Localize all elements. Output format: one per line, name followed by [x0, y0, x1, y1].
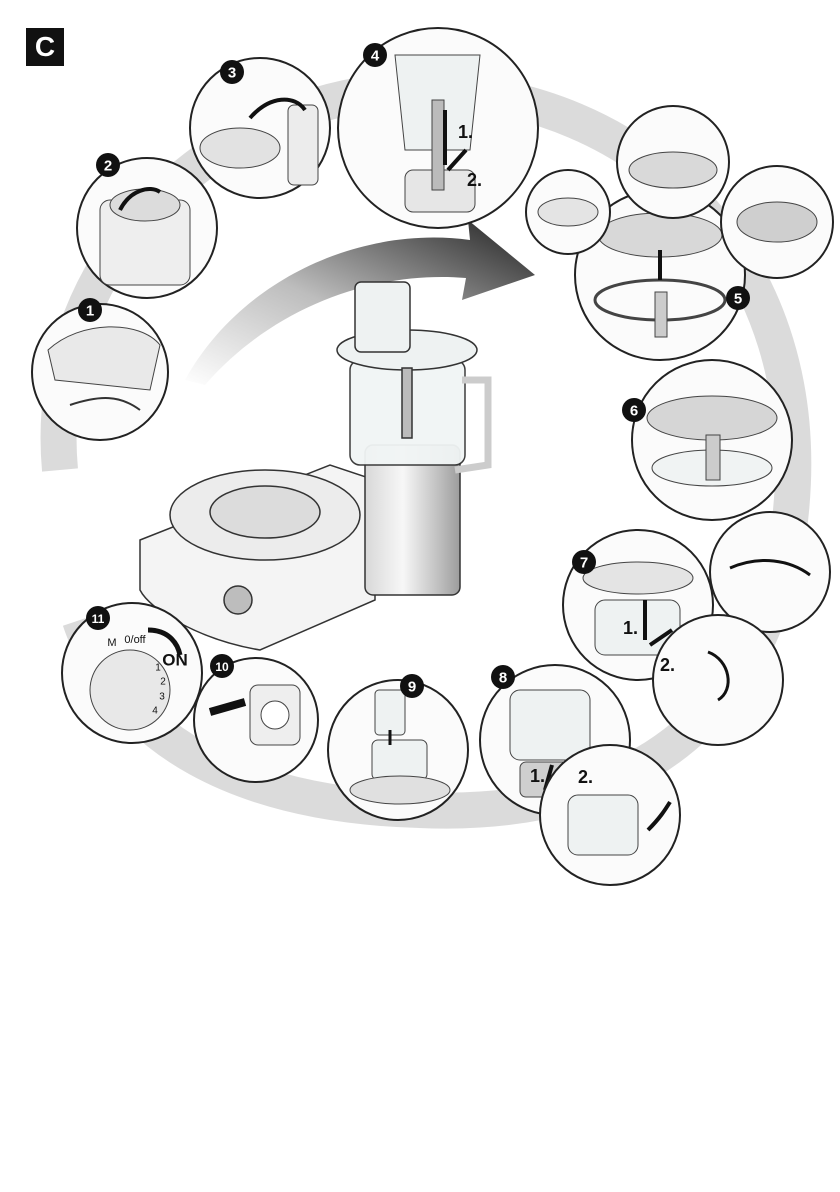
- step-circle-6: [632, 360, 792, 520]
- dial-label-on: ON: [162, 651, 188, 670]
- step-circle-10: [194, 658, 318, 782]
- step-number-1: 1: [86, 303, 94, 320]
- lock-circle: [540, 745, 680, 885]
- step-number-10: 10: [215, 660, 229, 674]
- step-number-11: 11: [92, 612, 105, 626]
- dial-speed-3: 3: [159, 692, 165, 703]
- step-number-5: 5: [734, 291, 742, 308]
- step-circle-3: [190, 58, 330, 198]
- dial-speed-4: 4: [152, 706, 158, 717]
- step-7-substep-2: 2.: [660, 655, 675, 675]
- disc-circle-slicing: [526, 170, 610, 254]
- lid-circle-upper: [710, 512, 830, 632]
- step-7-substep-1: 1.: [623, 618, 638, 638]
- step-8-substep-2: 2.: [578, 767, 593, 787]
- step-number-8: 8: [499, 670, 507, 687]
- speed-dial: [224, 586, 252, 614]
- dial-speed-2: 2: [160, 677, 166, 688]
- step-8-substep-1: 1.: [530, 766, 545, 786]
- step-circle-9: [328, 680, 468, 820]
- food-processor: [140, 282, 488, 650]
- step-circle-2: [77, 158, 217, 298]
- dial-label-m: M: [107, 637, 116, 649]
- motor-column: [365, 445, 460, 595]
- step-4-substep-1: 1.: [458, 122, 473, 142]
- lid-circle-lower: [653, 615, 783, 745]
- disc-circle-grating: [617, 106, 729, 218]
- step-circle-11: [62, 603, 202, 743]
- dial-speed-1: 1: [155, 663, 161, 674]
- disc-circle-fine: [721, 166, 833, 278]
- step-number-4: 4: [371, 48, 380, 65]
- step-number-3: 3: [228, 65, 236, 82]
- step-number-9: 9: [408, 679, 416, 696]
- dial-label-off: 0/off: [124, 634, 146, 646]
- feed-tube: [355, 282, 410, 352]
- step-circle-1: [32, 304, 168, 440]
- step-number-7: 7: [580, 555, 588, 572]
- step-number-2: 2: [104, 158, 112, 175]
- step-4-substep-2: 2.: [467, 170, 482, 190]
- step-number-6: 6: [630, 403, 638, 420]
